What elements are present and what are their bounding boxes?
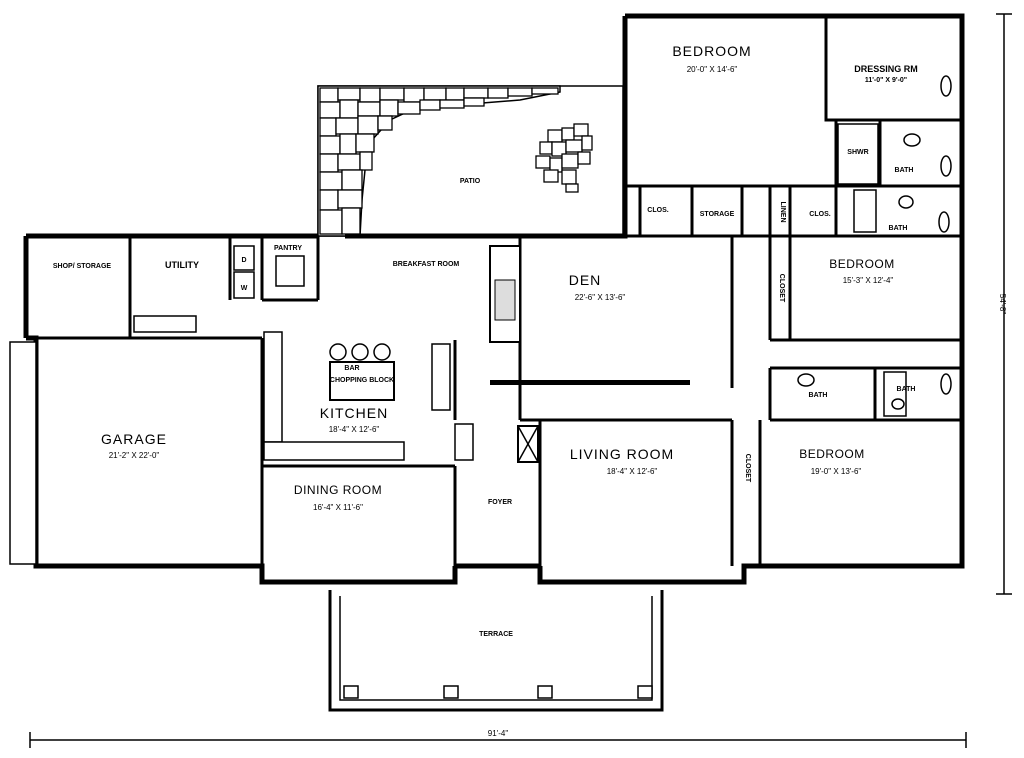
dryer-label: D [241, 257, 246, 264]
den-divider [490, 380, 690, 385]
terrace [328, 590, 664, 712]
bath-fixtures [797, 75, 952, 417]
chopping-block-label: CHOPPING BLOCK [330, 377, 394, 384]
closet2-label: CLOS. [809, 211, 830, 218]
garage-door [9, 341, 37, 565]
patio-label: PATIO [460, 178, 481, 185]
bath-master2-label: BATH [889, 225, 908, 232]
bedroom2-size: 15'-3" X 12'-4" [843, 276, 894, 285]
dressing-room-size: 11'-0" X 9'-0" [865, 77, 907, 84]
depth-dimension: 54'-8" [998, 294, 1007, 315]
closet-bed2-label: CLOSET [778, 274, 785, 303]
width-dimension: 91'-4" [488, 729, 509, 738]
utility-label: UTILITY [165, 260, 199, 270]
garage-label: GARAGE [101, 431, 167, 447]
patio-stones [317, 85, 624, 237]
kitchen-label: KITCHEN [320, 405, 388, 421]
bath-hall-left-label: BATH [809, 392, 828, 399]
dining-room-size: 16'-4" X 11'-6" [313, 503, 363, 512]
bath-hall-right-label: BATH [897, 386, 916, 393]
den-label: DEN [569, 272, 602, 288]
dining-room-label: DINING ROOM [294, 483, 382, 497]
living-room-size: 18'-4" X 12'-6" [607, 467, 658, 476]
kitchen-counters [263, 331, 474, 461]
utility-appliances [133, 245, 305, 333]
kitchen-island [329, 343, 395, 401]
shower-label: SHWR [847, 149, 868, 156]
foyer-label: FOYER [488, 499, 512, 506]
closet-living-label: CLOSET [744, 454, 751, 483]
pantry-label: PANTRY [274, 245, 302, 252]
dressing-room-label: DRESSING RM [854, 64, 918, 74]
bedroom-master-size: 20'-0" X 14'-6" [687, 65, 738, 74]
bedroom3-label: BEDROOM [799, 447, 865, 461]
breakfast-room-label: BREAKFAST ROOM [393, 261, 460, 268]
washer-label: W [241, 285, 248, 292]
bedroom2-label: BEDROOM [829, 257, 895, 271]
fireplace [489, 245, 521, 343]
closet1-label: CLOS. [647, 207, 668, 214]
living-room-label: LIVING ROOM [570, 446, 674, 462]
storage-label: STORAGE [700, 211, 735, 218]
garage-size: 21'-2" X 22'-0" [109, 451, 160, 460]
linen-label: LINEN [779, 202, 786, 223]
bar-label: BAR [344, 365, 359, 372]
bedroom3-size: 19'-0" X 13'-6" [811, 467, 862, 476]
kitchen-size: 18'-4" X 12'-6" [329, 425, 380, 434]
terrace-label: TERRACE [479, 631, 513, 638]
room-labels: BEDROOM 20'-0" X 14'-6" DRESSING RM 11'-… [53, 43, 1007, 738]
dimension-lines [29, 13, 1012, 748]
bath-master-label: BATH [895, 167, 914, 174]
shop-storage-label: SHOP/ STORAGE [53, 263, 112, 270]
bedroom-master-label: BEDROOM [672, 43, 751, 59]
den-size: 22'-6" X 13'-6" [575, 293, 626, 302]
